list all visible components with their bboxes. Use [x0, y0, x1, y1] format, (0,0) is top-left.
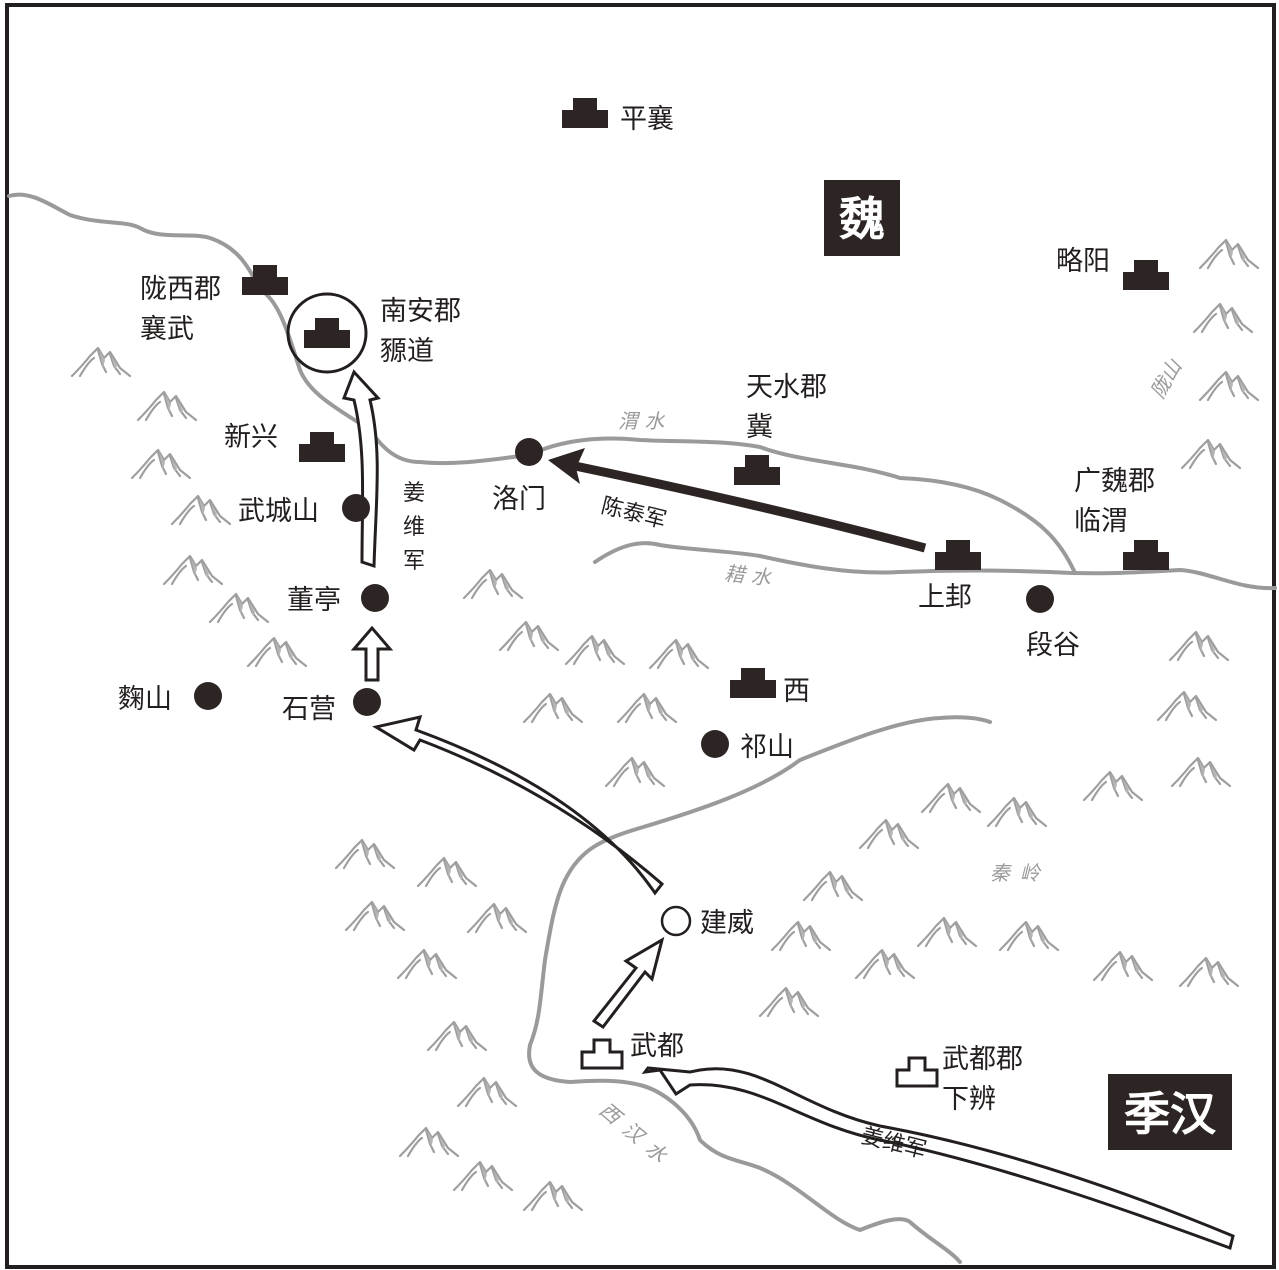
place-qishan: 祁山: [701, 730, 794, 763]
army-route-shiying-dongting: [350, 625, 394, 682]
place-wuchengshan: 武城山: [238, 494, 370, 527]
mountain-symbols: [70, 238, 1260, 1212]
svg-text:陇西郡: 陇西郡: [140, 274, 221, 305]
dot-icon: [1026, 585, 1054, 613]
map-frame: [5, 3, 1276, 1269]
dot-icon: [194, 682, 222, 710]
river-qishan: [563, 715, 992, 882]
svg-text:武城山: 武城山: [238, 496, 319, 527]
dot-icon: [361, 584, 389, 612]
svg-text:下辨: 下辨: [942, 1084, 996, 1115]
place-jianwei: 建威: [660, 905, 754, 939]
svg-text:平襄: 平襄: [620, 104, 674, 135]
svg-text:武都郡: 武都郡: [942, 1044, 1023, 1075]
svg-text:董亭: 董亭: [287, 585, 341, 616]
mountain-label-longshan: 陇山: [1146, 354, 1188, 402]
city-pingxiang: 平襄: [562, 98, 674, 135]
svg-text:季汉: 季汉: [1124, 1087, 1217, 1141]
dot-icon: [353, 688, 381, 716]
open-dot-icon: [660, 905, 692, 937]
castle-outline-icon: [895, 1056, 939, 1088]
army-route-jianwei-shiying: [372, 714, 665, 896]
city-shanggui: 上邽: [918, 540, 981, 613]
city-nanan-huandao: 南安郡 豲道: [286, 292, 461, 374]
army-route-jiangwei-north: 姜 维 军: [341, 369, 425, 574]
army-label-jiangwei-north-3: 军: [403, 549, 425, 574]
river-label-jishui: 耤 水: [723, 561, 773, 590]
city-wudujun-xiabian: 武都郡 下辨: [895, 1044, 1023, 1115]
army-label-jiangwei-north-2: 维: [403, 515, 425, 540]
city-wudu: 武都: [580, 1031, 684, 1070]
river-label-xihanshui: 西汉水: [595, 1097, 679, 1173]
army-label-jiangwei-north-1: 姜: [403, 481, 425, 506]
army-route-wudu-jianwei: [591, 936, 665, 1030]
svg-text:石营: 石营: [282, 694, 336, 725]
state-label-shu: 季汉: [1108, 1074, 1232, 1150]
river-weishui: [528, 436, 1077, 575]
river-xihanshui: [527, 878, 962, 1264]
city-xi: 西: [730, 668, 810, 707]
city-longxi-xiangwu: 陇西郡 襄武: [140, 265, 288, 345]
castle-icon: [562, 98, 608, 128]
svg-text:襄武: 襄武: [140, 314, 194, 345]
castle-icon: [935, 540, 981, 570]
svg-text:祁山: 祁山: [740, 732, 794, 763]
svg-text:临渭: 临渭: [1074, 506, 1128, 537]
highlight-ring-icon: [286, 292, 368, 374]
svg-text:豲道: 豲道: [380, 336, 434, 367]
svg-text:南安郡: 南安郡: [380, 296, 461, 327]
dot-icon: [515, 438, 543, 466]
place-duangu: 段谷: [1026, 585, 1080, 661]
svg-text:麴山: 麴山: [118, 684, 172, 715]
river-jishui: [593, 541, 1277, 591]
place-shiying: 石营: [282, 688, 381, 725]
svg-text:略阳: 略阳: [1056, 246, 1110, 277]
castle-outline-icon: [580, 1038, 624, 1070]
castle-icon: [304, 318, 350, 348]
svg-text:建威: 建威: [700, 908, 754, 939]
state-label-wei: 魏: [824, 180, 900, 256]
army-label-chentai: 陈泰军: [599, 494, 669, 534]
castle-icon: [730, 668, 776, 698]
city-xinxing: 新兴: [224, 422, 345, 462]
castle-icon: [1123, 260, 1169, 290]
rivers: [7, 192, 1277, 1264]
dot-icon: [342, 494, 370, 522]
river-label-weishui: 渭 水: [618, 409, 665, 433]
place-qushan: 麴山: [118, 682, 222, 715]
svg-text:魏: 魏: [839, 192, 885, 246]
place-dongting: 董亭: [287, 584, 389, 616]
city-guangwei-linwei: 广魏郡 临渭: [1074, 466, 1169, 570]
dot-icon: [701, 730, 729, 758]
svg-text:洛门: 洛门: [492, 484, 546, 515]
svg-text:段谷: 段谷: [1026, 630, 1080, 661]
army-route-chentai: 陈泰军: [548, 448, 927, 553]
castle-icon: [1123, 540, 1169, 570]
svg-text:冀: 冀: [746, 412, 773, 443]
city-tianshui-ji: 天水郡 冀: [734, 372, 827, 485]
castle-icon: [299, 432, 345, 462]
mountain-label-qinling: 秦岭: [990, 861, 1050, 885]
svg-text:新兴: 新兴: [224, 422, 278, 453]
castle-icon: [734, 455, 780, 485]
place-luomen: 洛门: [492, 438, 546, 515]
city-lueyang: 略阳: [1056, 246, 1169, 290]
svg-text:武都: 武都: [630, 1031, 684, 1062]
svg-text:上邽: 上邽: [918, 582, 972, 613]
svg-text:广魏郡: 广魏郡: [1074, 466, 1155, 497]
svg-text:西: 西: [783, 676, 810, 707]
svg-text:天水郡: 天水郡: [746, 372, 827, 403]
